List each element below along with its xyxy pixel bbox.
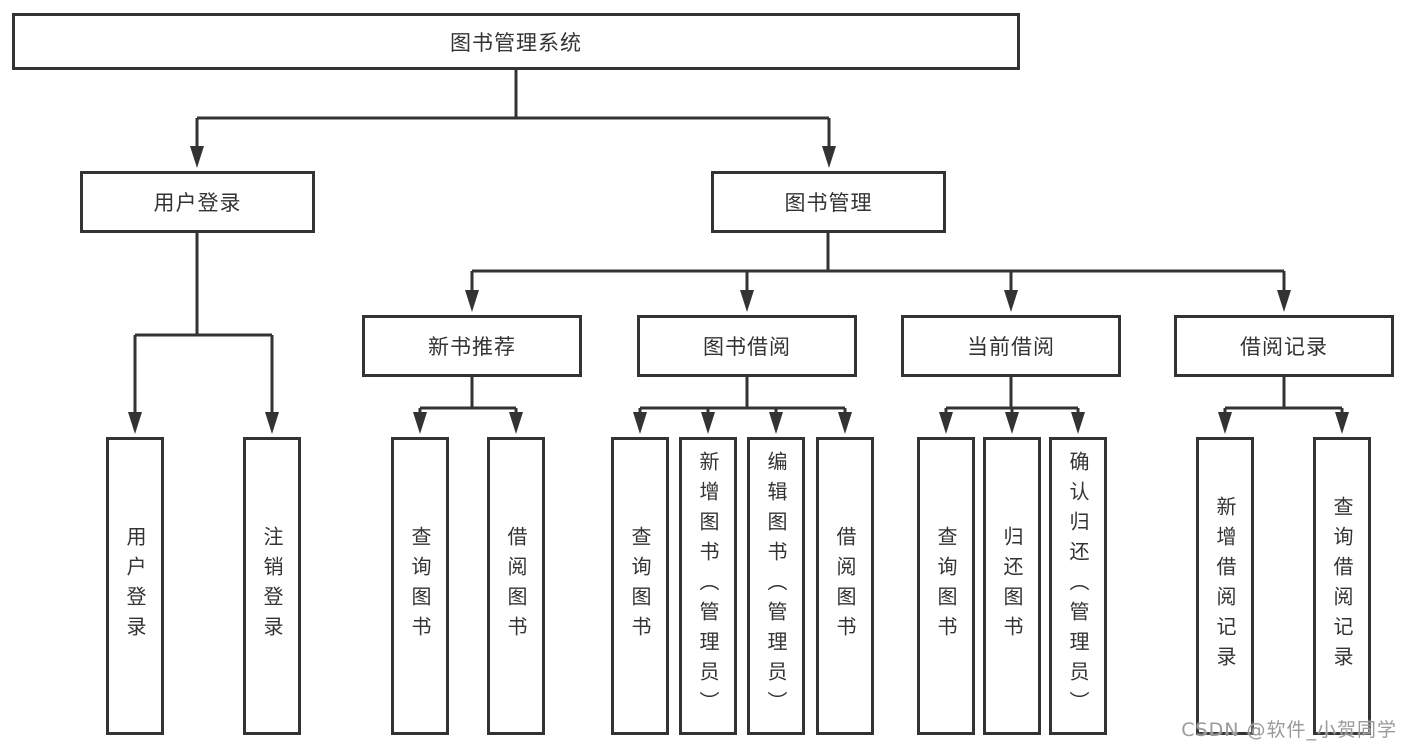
leaf-query-borrow-record: 查询借阅记录	[1313, 437, 1371, 735]
node-label: 查询图书	[934, 526, 958, 646]
node-label: 查询借阅记录	[1330, 496, 1354, 676]
node-library-management-system: 图书管理系统	[12, 13, 1020, 70]
leaf-query-books-1: 查询图书	[391, 437, 449, 735]
node-label: 借阅图书	[833, 526, 857, 646]
node-label: 注销登录	[260, 526, 284, 646]
node-label: 用户登录	[123, 526, 147, 646]
node-user-login: 用户登录	[80, 171, 315, 233]
node-label: 新增借阅记录	[1213, 496, 1237, 676]
leaf-add-books-admin: 新增图书（管理员）	[679, 437, 737, 735]
node-label: 新增图书（管理员）	[696, 451, 720, 721]
node-label: 图书管理	[784, 191, 873, 215]
leaf-user-login: 用户登录	[106, 437, 164, 735]
node-borrowing-records: 借阅记录	[1174, 315, 1394, 377]
node-label: 归还图书	[1000, 526, 1024, 646]
node-label: 用户登录	[153, 191, 242, 215]
node-label: 新书推荐	[428, 335, 516, 359]
node-new-book-recommend: 新书推荐	[362, 315, 582, 377]
leaf-query-books-2: 查询图书	[611, 437, 669, 735]
leaf-edit-books-admin: 编辑图书（管理员）	[747, 437, 805, 735]
node-label: 确认归还（管理员）	[1066, 451, 1090, 721]
leaf-logout: 注销登录	[243, 437, 301, 735]
csdn-watermark: CSDN @软件_小贺同学	[1181, 719, 1397, 741]
leaf-borrow-books-1: 借阅图书	[487, 437, 545, 735]
leaf-add-borrow-record: 新增借阅记录	[1196, 437, 1254, 735]
node-book-management: 图书管理	[711, 171, 946, 233]
node-label: 图书管理系统	[450, 30, 582, 55]
node-current-borrowing: 当前借阅	[901, 315, 1121, 377]
leaf-query-books-3: 查询图书	[917, 437, 975, 735]
node-label: 图书借阅	[703, 335, 791, 359]
node-label: 查询图书	[408, 526, 432, 646]
node-label: 当前借阅	[967, 335, 1055, 359]
leaf-borrow-books-2: 借阅图书	[816, 437, 874, 735]
node-label: 借阅记录	[1240, 335, 1328, 359]
node-label: 查询图书	[628, 526, 652, 646]
leaf-confirm-return-admin: 确认归还（管理员）	[1049, 437, 1107, 735]
node-book-borrowing: 图书借阅	[637, 315, 857, 377]
node-label: 编辑图书（管理员）	[764, 451, 788, 721]
node-label: 借阅图书	[504, 526, 528, 646]
leaf-return-books: 归还图书	[983, 437, 1041, 735]
